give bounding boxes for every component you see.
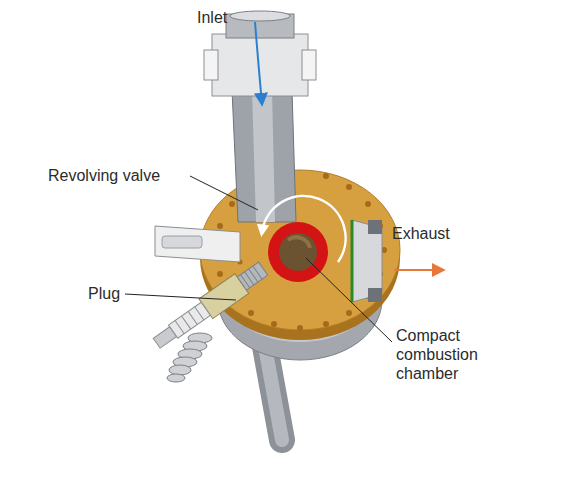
inlet-mouth-rim <box>230 11 290 21</box>
spark-plug <box>150 259 270 353</box>
bolt-hole <box>365 201 371 207</box>
plug-rib <box>175 321 184 334</box>
rotation-arrow <box>262 196 346 262</box>
exhaust-bolt <box>368 288 382 302</box>
plug-rib <box>188 311 197 324</box>
inlet-pipe-highlight <box>252 90 275 222</box>
bolt-hole <box>297 325 303 331</box>
part-label: Inlet <box>197 8 277 27</box>
thread-line <box>253 266 262 279</box>
leader-lines <box>125 176 392 342</box>
plug-ribs <box>175 307 204 334</box>
inlet-flow-arrow <box>255 22 262 104</box>
bolt-hole <box>323 321 329 327</box>
valve-lever <box>155 226 240 262</box>
plug-spring <box>167 333 212 382</box>
bolt-hole <box>217 271 223 277</box>
leader-line <box>125 294 236 300</box>
exhaust-flow-arrow <box>394 269 443 271</box>
bolt-hole <box>248 310 254 316</box>
bolt-hole <box>323 173 329 179</box>
plug-thread <box>237 262 267 290</box>
part-label: Plug <box>88 284 148 303</box>
plug-rib <box>195 307 204 320</box>
exhaust-gasket <box>351 220 354 302</box>
part-label: Revolving valve <box>48 166 198 185</box>
bolt-hole <box>271 321 277 327</box>
connector-tab <box>204 50 218 80</box>
spring-coil <box>167 374 185 382</box>
bolt-hole <box>229 201 235 207</box>
combustion-chamber <box>279 233 317 271</box>
leader-line <box>306 258 392 342</box>
chamber-ring <box>268 222 328 282</box>
connector-tab <box>302 50 316 80</box>
spring-coil <box>169 365 191 375</box>
part-label: Compact combustion chamber <box>396 326 514 383</box>
chamber-shading <box>288 237 310 248</box>
bolt-hole <box>346 310 352 316</box>
plug-terminal <box>153 327 176 348</box>
part-label: Exhaust <box>392 224 492 243</box>
exhaust-bolt <box>368 220 382 234</box>
lever-slot <box>162 236 202 248</box>
leader-line <box>190 176 258 210</box>
bolt-hole <box>346 184 352 190</box>
bolt-hole <box>217 223 223 229</box>
exhaust-port <box>352 220 382 302</box>
plug-rib <box>182 316 191 329</box>
